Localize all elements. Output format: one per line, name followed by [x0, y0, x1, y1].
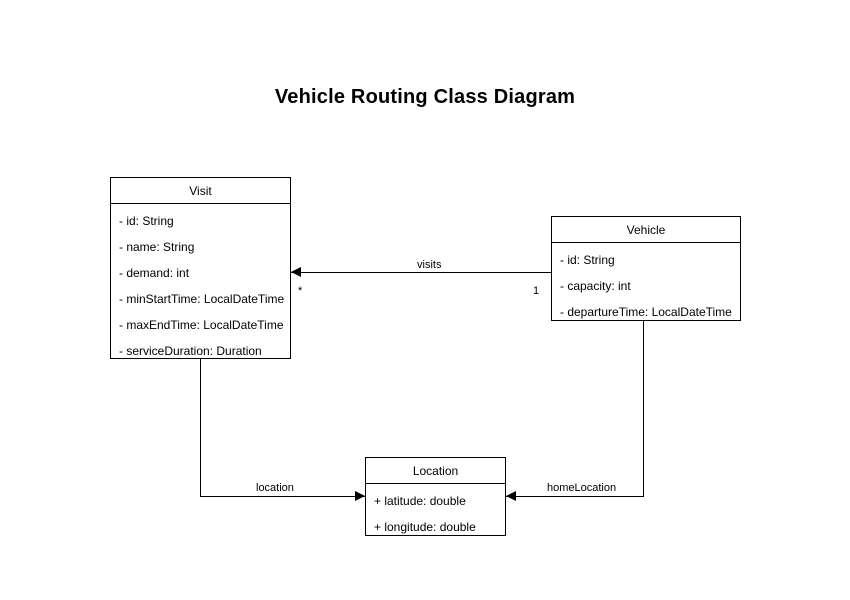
edge-location-segment-horizontal: [200, 496, 365, 497]
class-attribute: - demand: int: [119, 266, 190, 280]
class-attribute: + longitude: double: [374, 520, 476, 534]
class-attribute: - minStartTime: LocalDateTime: [119, 292, 285, 306]
class-attribute: - id: String: [560, 253, 615, 267]
class-box-vehicle[interactable]: Vehicle - id: String - capacity: int - d…: [551, 216, 741, 321]
edge-location-arrowhead: [355, 491, 365, 501]
class-attribute: - capacity: int: [560, 279, 631, 293]
page-title: Vehicle Routing Class Diagram: [274, 86, 576, 108]
class-name-location: Location: [366, 458, 505, 484]
edge-label-homelocation: homeLocation: [544, 482, 620, 494]
edge-homelocation-arrowhead: [506, 491, 516, 501]
class-attributes-location: + latitude: double + longitude: double: [366, 484, 505, 544]
class-attributes-visit: - id: String - name: String - demand: in…: [111, 204, 290, 368]
edge-visits-line: [291, 272, 551, 273]
class-attributes-vehicle: - id: String - capacity: int - departure…: [552, 243, 740, 329]
edge-multiplicity-visits-source: 1: [533, 285, 540, 297]
edge-label-location: location: [253, 482, 297, 494]
class-attribute: - name: String: [119, 240, 195, 254]
edge-label-visits: visits: [414, 259, 445, 271]
class-attribute: - serviceDuration: Duration: [119, 344, 262, 358]
class-name-visit: Visit: [111, 178, 290, 204]
class-attribute: - maxEndTime: LocalDateTime: [119, 318, 284, 332]
class-box-location[interactable]: Location + latitude: double + longitude:…: [365, 457, 506, 536]
edge-multiplicity-visits-target: *: [298, 285, 303, 297]
edge-visits-arrowhead: [291, 267, 301, 277]
edge-location-segment-vertical: [200, 359, 201, 497]
class-attribute: - id: String: [119, 214, 174, 228]
class-attribute: - departureTime: LocalDateTime: [560, 305, 732, 319]
edge-homelocation-segment-horizontal: [506, 496, 643, 497]
class-box-visit[interactable]: Visit - id: String - name: String - dema…: [110, 177, 291, 359]
class-name-vehicle: Vehicle: [552, 217, 740, 243]
edge-homelocation-segment-vertical: [643, 321, 644, 497]
class-attribute: + latitude: double: [374, 494, 466, 508]
